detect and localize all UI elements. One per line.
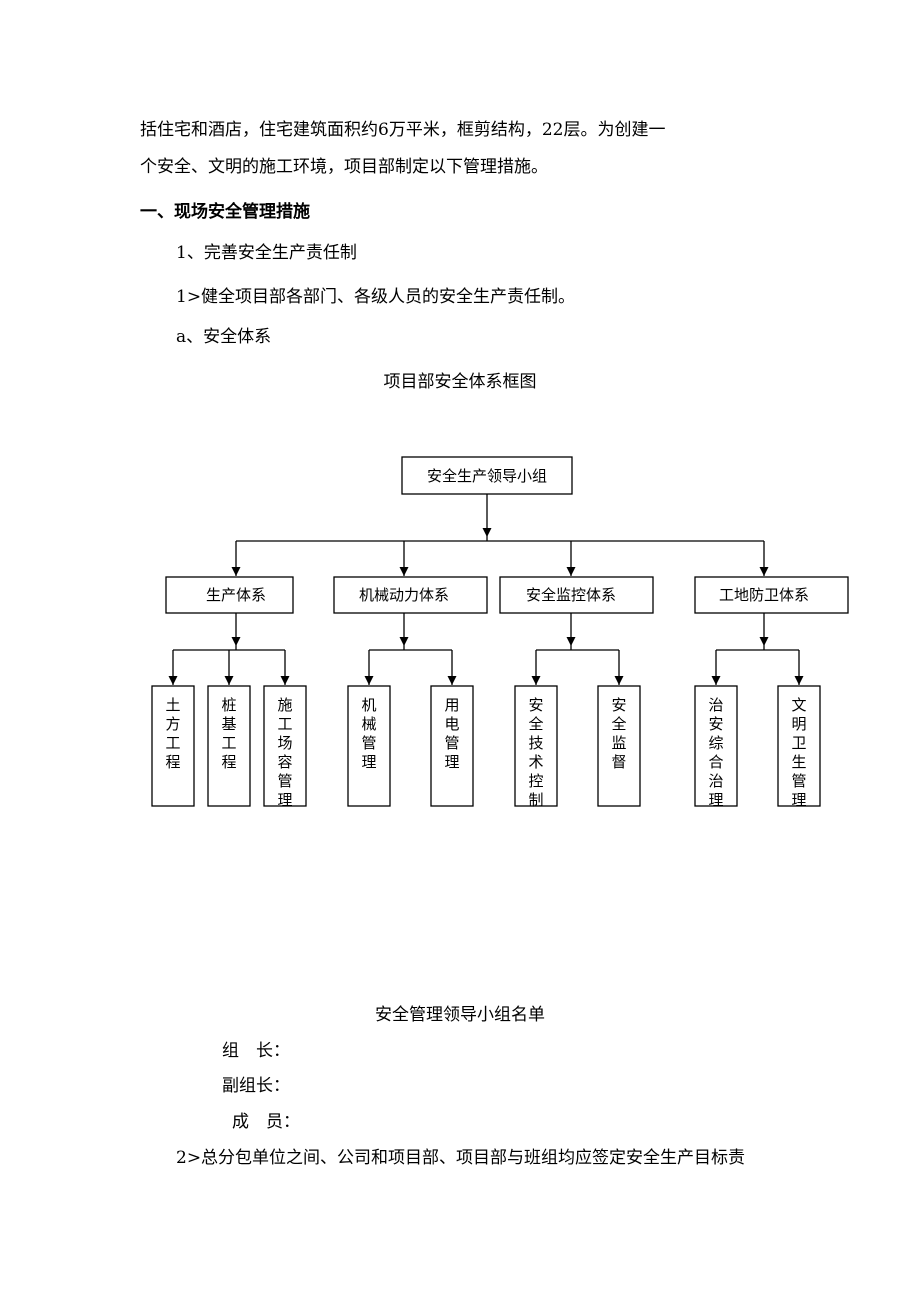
- roster-leader: 组 长：: [222, 1041, 290, 1061]
- leaf-label-0-2-char-0: 施: [277, 696, 292, 714]
- leaf-label-3-0-char-1: 安: [708, 715, 723, 733]
- leaf-label-1-1-char-2: 管: [444, 734, 459, 752]
- subsection-item: 1>健全项目部各部门、各级人员的安全生产责任制。: [176, 287, 576, 307]
- leaf-label-1-1-char-3: 理: [444, 753, 459, 771]
- roster-deputy: 副组长：: [222, 1076, 290, 1096]
- leaf-label-0-2-char-2: 场: [277, 734, 292, 752]
- leaf-label-0-1-char-3: 程: [221, 753, 236, 771]
- leaf-label-1-1-char-1: 电: [444, 715, 459, 733]
- leaf-box-1-0: [347, 685, 391, 807]
- leaf-label-0-1-char-1: 基: [221, 715, 236, 733]
- leaf-label-3-1-char-4: 管: [791, 772, 806, 790]
- diagram-title: 项目部安全体系框图: [383, 372, 537, 392]
- leaf-box-0-2: [263, 685, 307, 807]
- leaf-label-0-2-char-4: 管: [277, 772, 292, 790]
- leaf-label-2-0-char-4: 控: [528, 772, 543, 790]
- leaf-box-3-0: [694, 685, 738, 807]
- leaf-box-0-0: [151, 685, 195, 807]
- group-box-0: [165, 576, 294, 614]
- group-label-1: 机械动力体系: [359, 586, 449, 604]
- closing-paragraph: 2>总分包单位之间、公司和项目部、项目部与班组均应签定安全生产目标责: [176, 1148, 746, 1168]
- section-heading: 一、现场安全管理措施: [140, 202, 310, 222]
- leaf-label-1-1-char-0: 用: [444, 696, 459, 714]
- group-box-1: [333, 576, 488, 614]
- leaf-box-0-1: [207, 685, 251, 807]
- leaf-label-3-0-char-5: 理: [708, 791, 723, 809]
- leaf-label-3-1-char-1: 明: [791, 715, 806, 733]
- leaf-label-3-1-char-0: 文: [791, 696, 806, 714]
- leaf-label-1-0-char-0: 机: [361, 696, 376, 714]
- leaf-label-3-1-char-5: 理: [791, 791, 806, 809]
- leaf-label-0-0-char-2: 工: [165, 734, 180, 752]
- leaf-label-2-1-char-1: 全: [611, 715, 626, 733]
- roster-members: 成 员：: [232, 1112, 300, 1132]
- group-box-3: [694, 576, 849, 614]
- leaf-label-2-0-char-0: 安: [528, 696, 543, 714]
- leaf-label-0-2-char-3: 容: [277, 753, 292, 771]
- leaf-label-0-0-char-1: 方: [165, 715, 180, 733]
- leaf-box-2-0: [514, 685, 558, 807]
- leaf-label-3-0-char-0: 治: [708, 696, 723, 714]
- leaf-label-2-0-char-1: 全: [528, 715, 543, 733]
- leaf-label-2-1-char-2: 监: [611, 734, 626, 752]
- leaf-label-0-1-char-2: 工: [221, 734, 236, 752]
- leaf-label-0-0-char-0: 土: [165, 696, 180, 714]
- paragraph-line-2: 个安全、文明的施工环境，项目部制定以下管理措施。: [140, 157, 548, 177]
- leaf-box-2-1: [597, 685, 641, 807]
- roster-title: 安全管理领导小组名单: [375, 1005, 545, 1025]
- leaf-label-0-1-char-0: 桩: [221, 696, 236, 714]
- group-label-2: 安全监控体系: [526, 586, 616, 604]
- group-box-2: [499, 576, 654, 614]
- leaf-label-3-1-char-2: 卫: [791, 734, 806, 752]
- leaf-label-2-0-char-5: 制: [528, 791, 543, 809]
- leaf-label-0-2-char-5: 理: [277, 791, 292, 809]
- leaf-label-1-0-char-2: 管: [361, 734, 376, 752]
- leaf-label-3-0-char-4: 治: [708, 772, 723, 790]
- leaf-label-2-0-char-2: 技: [528, 734, 543, 752]
- leaf-label-1-0-char-3: 理: [361, 753, 376, 771]
- subsection-heading: 1、完善安全生产责任制: [176, 243, 357, 263]
- leaf-label-1-0-char-1: 械: [361, 715, 376, 733]
- leaf-label-2-0-char-3: 术: [528, 753, 543, 771]
- group-label-3: 工地防卫体系: [719, 586, 809, 604]
- leaf-label-3-0-char-2: 综: [708, 734, 723, 752]
- leaf-label-3-1-char-3: 生: [791, 753, 806, 771]
- paragraph-line-1: 括住宅和酒店，住宅建筑面积约6万平米，框剪结构，22层。为创建一: [140, 120, 666, 140]
- org-root-label: 安全生产领导小组: [427, 467, 547, 485]
- subsection-subitem: a、安全体系: [176, 327, 272, 347]
- leaf-label-0-0-char-3: 程: [165, 753, 180, 771]
- group-label-0: 生产体系: [206, 586, 266, 604]
- leaf-label-2-1-char-3: 督: [611, 753, 626, 771]
- leaf-label-0-2-char-1: 工: [277, 715, 292, 733]
- leaf-label-3-0-char-3: 合: [708, 753, 723, 771]
- leaf-box-3-1: [777, 685, 821, 807]
- org-root-box: [401, 456, 573, 495]
- leaf-box-1-1: [430, 685, 474, 807]
- leaf-label-2-1-char-0: 安: [611, 696, 626, 714]
